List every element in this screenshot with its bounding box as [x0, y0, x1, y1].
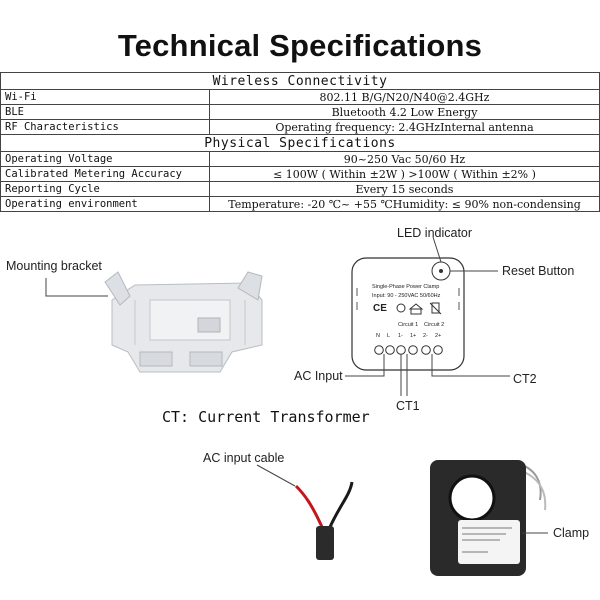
terminal-label: 2-: [423, 333, 428, 339]
table-row: Reporting Cycle Every 15 seconds: [0, 181, 600, 197]
terminal-label: 1-: [398, 333, 403, 339]
spec-key: Operating environment: [0, 196, 210, 212]
page-title: Technical Specifications: [117, 28, 483, 63]
ct-note: CT: Current Transformer: [162, 408, 370, 426]
spec-value: Bluetooth 4.2 Low Energy: [209, 104, 600, 120]
terminal-label: 1+: [410, 333, 417, 339]
spec-value: Operating frequency: 2.4GHzInternal ante…: [209, 119, 600, 135]
terminal-label: N: [376, 333, 380, 339]
spec-table: Wireless Connectivity Wi-Fi 802.11 B/G/N…: [0, 72, 600, 212]
reset-button-label: Reset Button: [502, 264, 575, 278]
mounting-bracket-label: Mounting bracket: [6, 259, 102, 273]
device-input-rating: Input: 90 - 250VAC 50/60Hz: [372, 293, 441, 299]
spec-value: ≤ 100W ( Within ±2W ) >100W ( Within ±2%…: [209, 166, 600, 182]
table-row: Operating environment Temperature: -20 ℃…: [0, 196, 600, 212]
ct2-label: CT2: [513, 372, 537, 386]
terminal-label: L: [387, 333, 391, 339]
device-name: Single-Phase Power Clamp: [372, 284, 440, 290]
ac-input-cable-label: AC input cable: [203, 451, 285, 465]
clamp-label: Clamp: [553, 526, 590, 540]
circuit-2-label: Circuit 2: [424, 322, 445, 328]
terminal-label: 2+: [435, 333, 442, 339]
ct1-label: CT1: [396, 399, 420, 413]
ac-input-cable-image: [294, 481, 354, 560]
certification-icons: [396, 302, 442, 315]
terminal-block: [374, 345, 443, 355]
ac-input-label: AC Input: [294, 369, 343, 383]
current-clamp-image: [430, 460, 547, 576]
table-row: BLE Bluetooth 4.2 Low Energy: [0, 104, 600, 120]
mounting-bracket-image: [104, 271, 263, 373]
led-indicator-label: LED indicator: [397, 226, 473, 240]
table-row: RF Characteristics Operating frequency: …: [0, 119, 600, 135]
power-clamp-device: [351, 257, 465, 371]
ce-mark: CE: [373, 303, 387, 314]
spec-value: Temperature: -20 ℃~ +55 ℃Humidity: ≤ 90%…: [209, 196, 600, 212]
circuit-1-label: Circuit 1: [398, 322, 419, 328]
